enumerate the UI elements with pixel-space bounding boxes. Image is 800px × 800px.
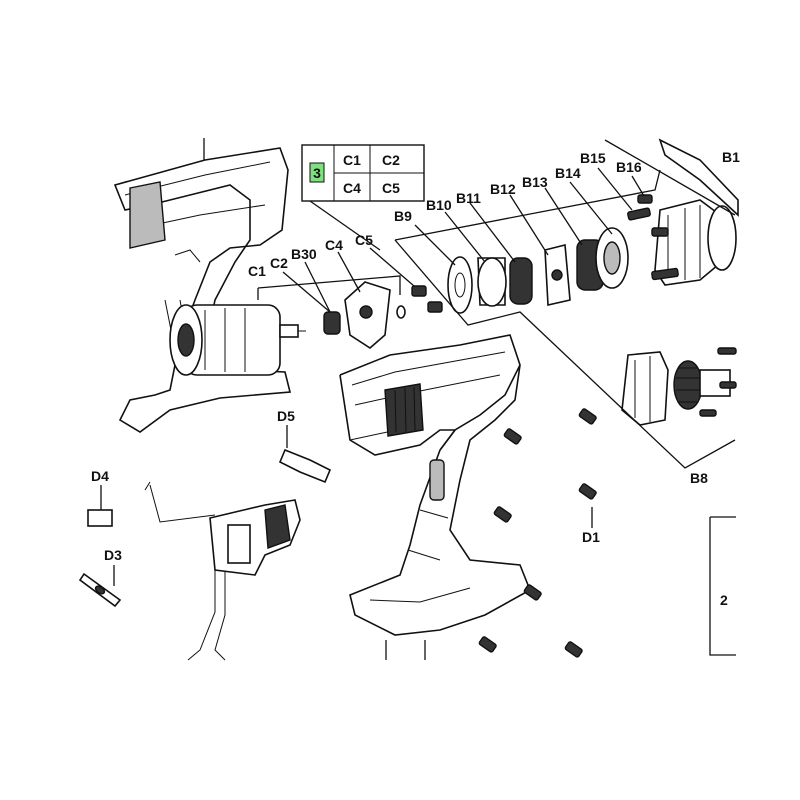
motor-gear-parts: [323, 281, 443, 349]
label-c5: C5: [355, 232, 373, 248]
label-d3: D3: [104, 547, 122, 563]
part-b11-gears: [509, 257, 533, 305]
legend-key-highlight: [309, 162, 325, 183]
label-b8: B8: [690, 470, 708, 486]
label-b15: B15: [580, 150, 606, 166]
part-screw: [427, 301, 443, 313]
legend-cell-c1: C1: [343, 152, 361, 168]
part-b9-washer: [447, 256, 473, 314]
label-group-2: 2: [720, 592, 728, 608]
label-c4: C4: [325, 237, 343, 253]
right-housing-half: [339, 334, 532, 660]
label-b9: B9: [394, 208, 412, 224]
label-b10: B10: [426, 197, 452, 213]
part-d5: [278, 448, 332, 484]
legend-cell-c2: C2: [382, 152, 400, 168]
label-b14: B14: [555, 165, 581, 181]
gearbox-parts: [447, 138, 739, 314]
label-c1: C1: [248, 263, 266, 279]
part-b30-washer: [396, 305, 406, 319]
label-d4: D4: [91, 468, 109, 484]
part-labels: B1 B8 B9 B10 B11 B12 B13 B14 B15 B16 B30…: [91, 149, 740, 608]
label-d1: D1: [582, 529, 600, 545]
label-b16: B16: [616, 159, 642, 175]
legend-cell-c5: C5: [382, 180, 400, 196]
trigger-switch: [144, 481, 301, 661]
part-b16-screw: [637, 194, 653, 204]
left-housing-half: [113, 138, 306, 433]
label-b13: B13: [522, 174, 548, 190]
label-b11: B11: [456, 190, 481, 206]
part-clutch-collar: [621, 351, 669, 426]
label-b1: B1: [722, 149, 740, 165]
legend-key: 3: [313, 165, 321, 181]
legend-table: 3 C1 C2 C4 C5: [301, 144, 425, 251]
label-d5: D5: [277, 408, 295, 424]
part-d4: [87, 509, 113, 527]
grouping-lines: [257, 139, 736, 656]
label-b30: B30: [291, 246, 317, 262]
part-b1-housing: [658, 138, 739, 217]
motor: [169, 304, 306, 376]
part-c2-gear: [323, 311, 341, 335]
part-b15-screw: [627, 207, 651, 221]
loose-screws: [478, 408, 597, 658]
leader-lines: [100, 167, 645, 586]
small-parts: [78, 448, 332, 608]
clutch-parts: [621, 347, 737, 426]
part-c5-screw: [411, 285, 427, 297]
label-c2: C2: [270, 255, 288, 271]
legend-cell-c4: C4: [343, 180, 361, 196]
label-b12: B12: [490, 181, 516, 197]
